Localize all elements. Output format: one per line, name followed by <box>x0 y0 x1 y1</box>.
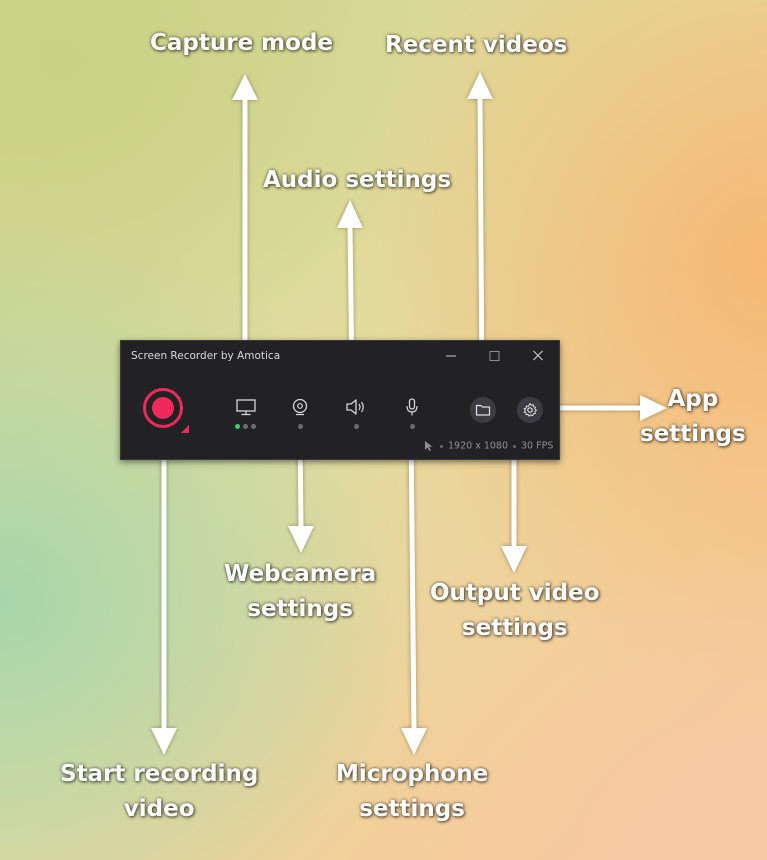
label-microphone-line1: Microphone <box>336 761 489 787</box>
microphone-indicator <box>410 424 415 429</box>
resolution-label: 1920 x 1080 <box>448 440 509 452</box>
gear-icon <box>523 403 537 417</box>
label-app-settings: App settings <box>640 382 746 452</box>
capture-indicator-active <box>235 424 240 429</box>
capture-indicator-3 <box>251 424 256 429</box>
label-recent-videos: Recent videos <box>385 32 568 58</box>
webcamera-settings-button[interactable] <box>287 397 313 421</box>
window-title: Screen Recorder by Amotica <box>131 350 281 362</box>
capture-mode-button[interactable] <box>233 397 259 421</box>
label-start-recording-line1: Start recording <box>60 761 259 787</box>
audio-settings-button[interactable] <box>343 397 369 421</box>
label-start-recording-line2: video <box>123 796 195 822</box>
label-webcamera-line2: settings <box>247 596 353 622</box>
minimize-button[interactable] <box>440 347 462 365</box>
monitor-icon <box>236 399 256 416</box>
close-button[interactable] <box>527 347 549 365</box>
record-options-corner[interactable] <box>181 425 189 433</box>
label-capture-mode: Capture mode <box>150 30 334 56</box>
microphone-settings-button[interactable] <box>399 397 425 421</box>
label-app-settings-line2: settings <box>640 421 746 447</box>
maximize-button[interactable] <box>483 347 505 365</box>
fps-label: 30 FPS <box>521 440 554 452</box>
audio-indicator <box>354 424 359 429</box>
record-dot <box>152 397 174 419</box>
recorder-window: Screen Recorder by Amotica <box>120 340 560 460</box>
recent-videos-button[interactable] <box>470 397 496 423</box>
speaker-icon <box>346 399 364 415</box>
capture-indicator-2 <box>243 424 248 429</box>
start-recording-button[interactable] <box>143 388 183 428</box>
separator-dot <box>513 444 517 448</box>
close-icon <box>533 350 543 361</box>
label-webcamera-line1: Webcamera <box>224 561 377 587</box>
arrow-microphone-settings <box>408 427 417 731</box>
separator-dot <box>440 444 443 448</box>
app-settings-button[interactable] <box>517 397 543 423</box>
label-output-video-settings: Output video settings <box>430 576 600 646</box>
cursor-icon <box>425 441 433 451</box>
maximize-icon <box>489 351 500 361</box>
label-webcamera-settings: Webcamera settings <box>224 557 376 627</box>
label-output-line2: settings <box>461 615 568 641</box>
label-audio-settings: Audio settings <box>263 167 452 193</box>
microphone-icon <box>406 398 418 416</box>
webcam-icon <box>292 398 308 416</box>
label-output-line1: Output video <box>430 580 600 606</box>
folder-icon <box>475 404 491 416</box>
label-microphone-line2: settings <box>359 796 465 822</box>
label-start-recording: Start recording video <box>60 757 258 827</box>
label-microphone-settings: Microphone settings <box>336 757 488 827</box>
label-app-settings-line1: App <box>667 386 719 412</box>
webcam-indicator <box>298 424 303 429</box>
output-video-settings[interactable]: 1920 x 1080 30 FPS <box>423 440 553 452</box>
minimize-icon <box>446 355 456 357</box>
